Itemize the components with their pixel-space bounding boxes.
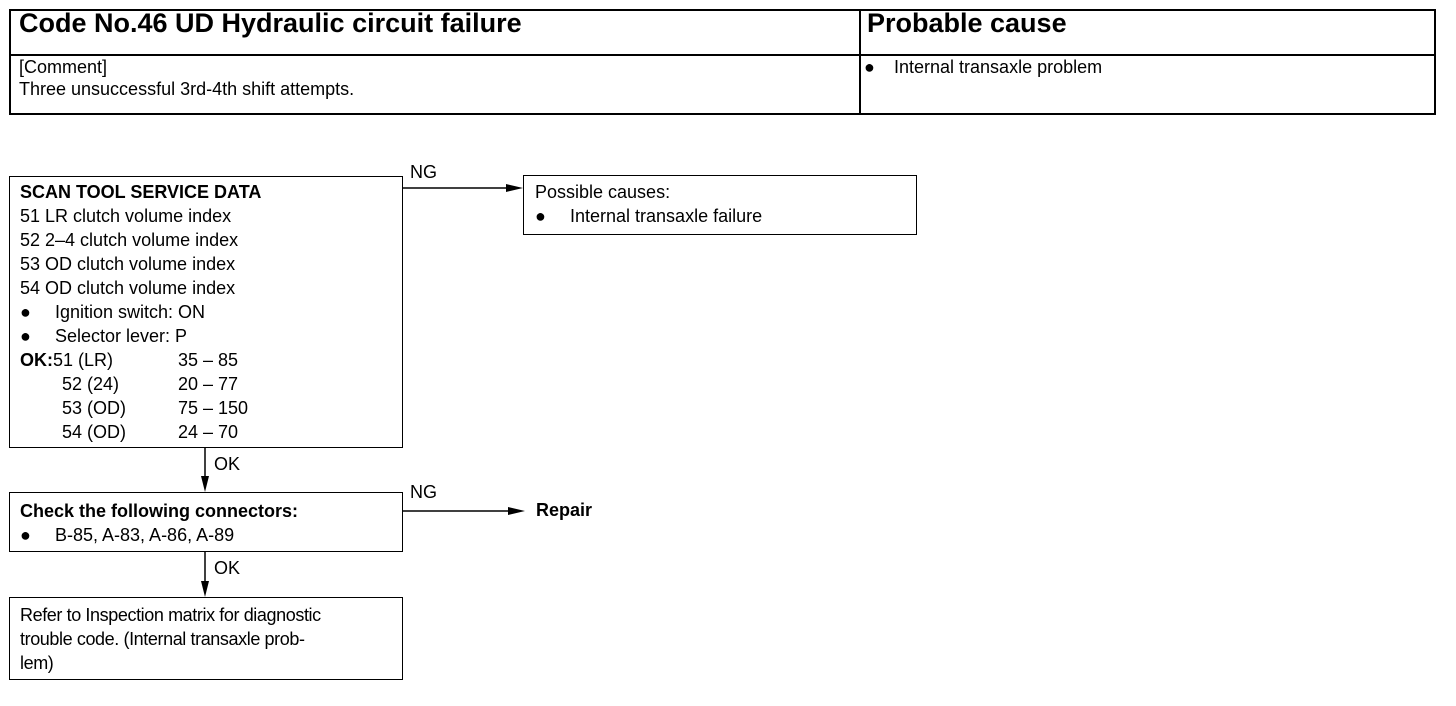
possible-causes-box xyxy=(523,175,917,235)
header-table xyxy=(9,9,1436,115)
ok-arrow-head-2 xyxy=(201,581,209,597)
possible-causes-title: Possible causes: xyxy=(535,182,671,202)
ok-label-2: OK xyxy=(214,558,241,578)
ng-label-2: NG xyxy=(410,482,437,502)
connector-check-box xyxy=(9,492,403,552)
ok-spec-label: OK: xyxy=(20,350,53,370)
ok-spec-range: 24 – 70 xyxy=(178,422,239,442)
code-title: Code No.46 UD Hydraulic circuit failure xyxy=(19,8,522,38)
ok-arrow-head-1 xyxy=(201,476,209,492)
connector-check-title: Check the following connectors: xyxy=(20,501,299,521)
scan-bullet: ●Selector lever: P xyxy=(20,326,188,346)
bullet-icon: ● xyxy=(864,57,875,77)
inspection-matrix-box xyxy=(9,597,403,680)
comment-label: [Comment] xyxy=(19,57,108,77)
scan-tool-box xyxy=(9,176,403,448)
ok-spec-code: 53 (OD) xyxy=(62,398,127,418)
ok-spec-range: 20 – 77 xyxy=(178,374,239,394)
ok-spec-code: 54 (OD) xyxy=(62,422,127,442)
inspection-matrix-content: Refer to Inspection matrix for diagnosti… xyxy=(20,603,321,675)
inspection-line: Refer to Inspection matrix for diagnosti… xyxy=(20,605,321,625)
ng-arrow-head-2 xyxy=(508,507,525,515)
ok-label-1: OK xyxy=(214,454,241,474)
probable-cause-title: Probable cause xyxy=(867,8,1067,38)
scan-line: 53 OD clutch volume index xyxy=(20,254,236,274)
scan-line: 54 OD clutch volume index xyxy=(20,278,236,298)
ok-spec-range: 35 – 85 xyxy=(178,350,239,370)
ok-spec-row: 51 (LR) 35 – 85 xyxy=(20,348,400,372)
ok-spec-row: 52 (24) 20 – 77 xyxy=(20,372,400,396)
scan-tool-content: SCAN TOOL SERVICE DATA 51 LR clutch volu… xyxy=(20,180,261,348)
cause-list: ●Internal transaxle problem xyxy=(864,56,1102,78)
inspection-line: lem) xyxy=(20,653,54,673)
scan-tool-title: SCAN TOOL SERVICE DATA xyxy=(20,182,262,202)
scan-bullet: ●Ignition switch: ON xyxy=(20,302,206,322)
ng-label-1: NG xyxy=(410,162,437,182)
connector-check-content: Check the following connectors: ●B-85, A… xyxy=(20,499,298,547)
possible-cause-item: ●Internal transaxle failure xyxy=(535,206,763,226)
ok-spec-range: 75 – 150 xyxy=(178,398,249,418)
ok-spec-code: 51 (LR) xyxy=(53,350,114,370)
scan-line: 51 LR clutch volume index xyxy=(20,206,232,226)
ng-arrow-head-1 xyxy=(506,184,523,192)
bullet-icon: ● xyxy=(535,206,546,226)
inspection-line: trouble code. (Internal transaxle prob- xyxy=(20,629,305,649)
comment-text: Three unsuccessful 3rd-4th shift attempt… xyxy=(19,79,355,99)
repair-label: Repair xyxy=(536,500,593,520)
ok-spec-code: 52 (24) xyxy=(62,374,120,394)
cause-item: ●Internal transaxle problem xyxy=(864,57,1103,77)
bullet-icon: ● xyxy=(20,525,31,545)
possible-causes-content: Possible causes: ●Internal transaxle fai… xyxy=(535,180,762,228)
ok-spec-row: 54 (OD) 24 – 70 xyxy=(20,420,400,444)
header-divider-vertical xyxy=(859,11,861,113)
bullet-icon: ● xyxy=(20,326,31,346)
comment-block: [Comment] Three unsuccessful 3rd-4th shi… xyxy=(19,56,354,100)
scan-line: 52 2–4 clutch volume index xyxy=(20,230,239,250)
header-divider-horizontal xyxy=(11,54,1434,56)
ok-spec-row: 53 (OD) 75 – 150 xyxy=(20,396,400,420)
bullet-icon: ● xyxy=(20,302,31,322)
connector-item: ●B-85, A-83, A-86, A-89 xyxy=(20,525,235,545)
